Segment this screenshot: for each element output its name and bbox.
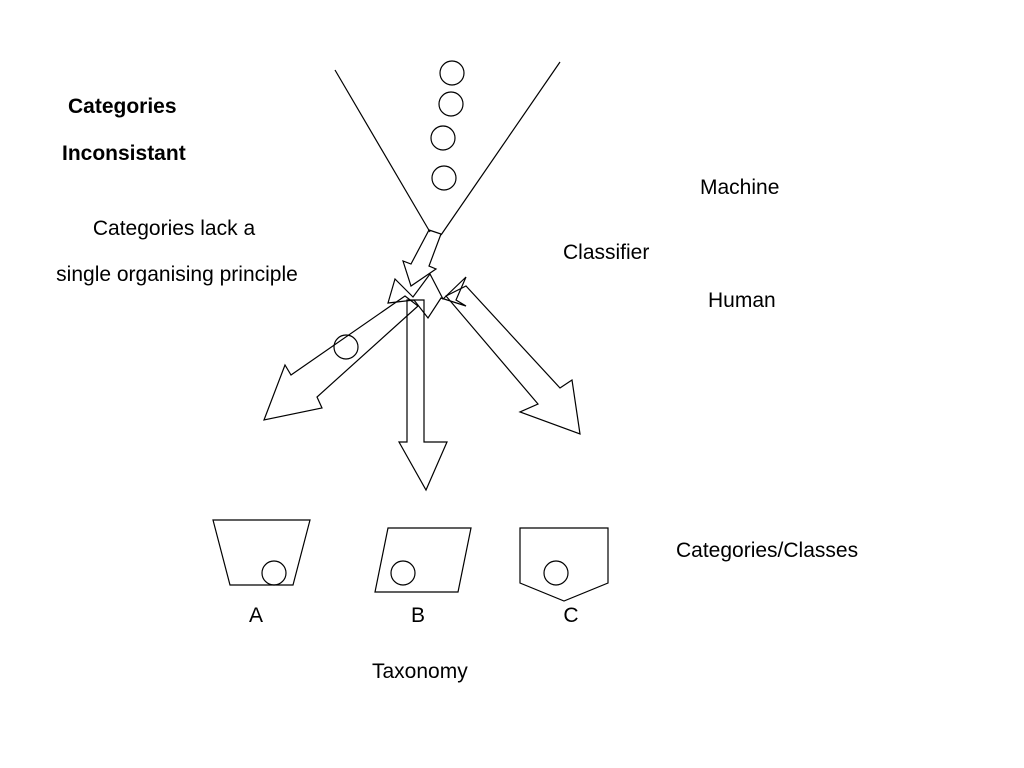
classifier-burst xyxy=(387,272,467,320)
item-circle-in-bin-c xyxy=(543,560,569,586)
item-circle xyxy=(438,91,464,117)
categories-classes-label: Categories/Classes xyxy=(676,539,859,562)
item-circle-in-bin-b xyxy=(390,560,416,586)
item-circle-in-bin-a xyxy=(261,560,287,586)
item-circle xyxy=(431,165,457,191)
item-circle xyxy=(439,60,465,86)
note-line-2: single organising principle xyxy=(56,263,298,286)
bin-a-label: A xyxy=(248,604,264,627)
machine-label: Machine xyxy=(700,176,780,199)
note-line-1: Categories lack a xyxy=(92,217,256,240)
heading-categories: Categories xyxy=(68,95,177,118)
heading-inconsistant: Inconsistant xyxy=(62,142,186,165)
human-label: Human xyxy=(708,289,776,312)
output-arrow-right xyxy=(445,285,581,435)
funnel-right-edge xyxy=(440,61,561,236)
output-arrow-down xyxy=(397,299,448,492)
bin-b-label: B xyxy=(410,604,426,627)
taxonomy-label: Taxonomy xyxy=(372,660,468,683)
output-arrow-left xyxy=(263,295,419,421)
bin-a-trapezoid xyxy=(212,519,311,586)
bin-c-pentagon xyxy=(519,527,609,602)
bin-b-parallelogram xyxy=(374,527,472,593)
item-circle-in-arrow xyxy=(333,334,359,360)
item-circle xyxy=(430,125,456,151)
funnel-exit-arrow xyxy=(402,229,442,287)
classifier-label: Classifier xyxy=(563,241,650,264)
bin-c-label: C xyxy=(563,604,579,627)
funnel-left-edge xyxy=(334,69,431,233)
